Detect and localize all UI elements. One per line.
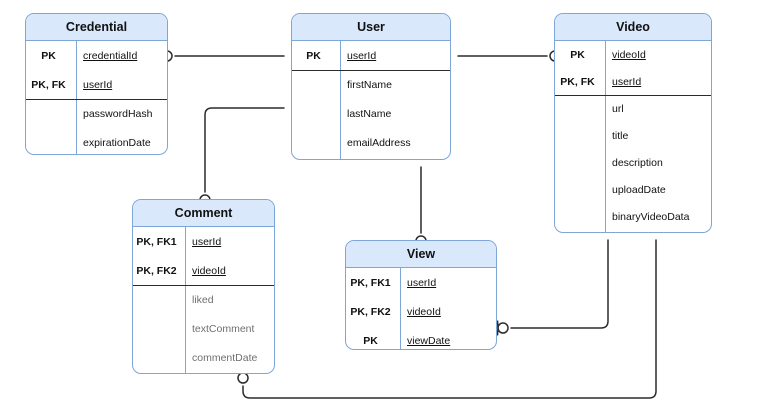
attribute-row[interactable]: PK, FK1 userId [133, 227, 274, 256]
attribute-key-label: PK [363, 334, 378, 347]
key-section-divider [26, 99, 167, 100]
key-section-divider [555, 95, 711, 96]
attribute-row[interactable]: emailAddress [292, 128, 450, 157]
relationship-line[interactable] [204, 107, 285, 193]
attribute-row[interactable]: PK, FK1 userId [346, 268, 496, 297]
attribute-row[interactable]: PK viewDate [346, 326, 496, 349]
key-column-divider [400, 268, 401, 349]
attribute-name: userId [192, 235, 222, 248]
attribute-key-label: PK, FK [31, 78, 66, 91]
crowfoot-prong [496, 327, 499, 336]
attribute-row[interactable]: url [555, 95, 711, 122]
attribute-name: textComment [192, 322, 255, 335]
cardinality-circle [237, 372, 249, 384]
attribute-key-label: PK, FK2 [136, 264, 177, 277]
attribute-name: passwordHash [83, 107, 153, 120]
attribute-row[interactable]: textComment [133, 314, 274, 343]
key-column-divider [340, 41, 341, 159]
relationship-line[interactable] [510, 239, 609, 329]
attribute-key-label: PK, FK1 [350, 276, 391, 289]
attribute-name: viewDate [407, 334, 451, 347]
attribute-row[interactable]: PK credentialId [26, 41, 167, 70]
attribute-row[interactable]: title [555, 122, 711, 149]
entity-title-comment: Comment [133, 200, 274, 227]
attribute-name: userId [83, 78, 113, 91]
attribute-key-label: PK [306, 49, 321, 62]
entity-title-credential: Credential [26, 14, 167, 41]
attribute-name: userId [407, 276, 437, 289]
attribute-name: url [612, 102, 624, 115]
attribute-name: expirationDate [83, 136, 151, 149]
attribute-row[interactable]: liked [133, 285, 274, 314]
attribute-name: uploadDate [612, 183, 666, 196]
attribute-row[interactable]: commentDate [133, 343, 274, 372]
attribute-name: userId [347, 49, 377, 62]
attribute-row[interactable]: lastName [292, 99, 450, 128]
attribute-row[interactable]: description [555, 149, 711, 176]
attribute-name: lastName [347, 107, 392, 120]
entity-title-video: Video [555, 14, 711, 41]
attribute-name: videoId [192, 264, 226, 277]
attribute-row[interactable]: expirationDate [26, 128, 167, 154]
attribute-name: videoId [407, 305, 441, 318]
attribute-row[interactable]: PK, FK userId [26, 70, 167, 99]
attribute-key-label: PK, FK [560, 75, 595, 88]
attribute-name: credentialId [83, 49, 138, 62]
attribute-name: userId [612, 75, 642, 88]
attribute-row[interactable]: PK videoId [555, 41, 711, 68]
attribute-key-label: PK, FK2 [350, 305, 391, 318]
key-column-divider [76, 41, 77, 154]
key-column-divider [605, 41, 606, 232]
crowfoot-prong [496, 320, 499, 329]
key-section-divider [292, 70, 450, 71]
attribute-row[interactable]: uploadDate [555, 176, 711, 203]
attribute-key-label: PK, FK1 [136, 235, 177, 248]
entity-title-view: View [346, 241, 496, 268]
attribute-name: emailAddress [347, 136, 411, 149]
key-section-divider [133, 285, 274, 286]
attribute-row[interactable]: binaryVideoData [555, 203, 711, 230]
attribute-row[interactable]: PK, FK2 videoId [133, 256, 274, 285]
attribute-row[interactable]: passwordHash [26, 99, 167, 128]
relationship-user-view[interactable] [413, 153, 429, 248]
relationship-user-video[interactable] [444, 48, 562, 64]
relationship-video-view[interactable] [496, 226, 615, 336]
attribute-key-label: PK [41, 49, 56, 62]
relationship-credential-user[interactable] [160, 48, 298, 64]
attribute-name: binaryVideoData [612, 210, 690, 223]
attribute-key-label: PK [570, 48, 585, 61]
attribute-name: title [612, 129, 629, 142]
entity-attributes-user: PK userId firstName lastName emailAddress [292, 41, 450, 159]
attribute-row[interactable]: PK, FK2 videoId [346, 297, 496, 326]
cardinality-circle [497, 322, 509, 334]
attribute-name: liked [192, 293, 214, 306]
attribute-name: description [612, 156, 663, 169]
relationship-user-comment[interactable] [197, 101, 298, 207]
attribute-row[interactable]: firstName [292, 70, 450, 99]
attribute-row[interactable]: PK, FK userId [555, 68, 711, 95]
attribute-name: firstName [347, 78, 392, 91]
key-column-divider [185, 227, 186, 373]
attribute-name: videoId [612, 48, 646, 61]
relationship-line[interactable] [242, 239, 657, 399]
attribute-name: commentDate [192, 351, 258, 364]
entity-title-user: User [292, 14, 450, 41]
attribute-row[interactable]: PK userId [292, 41, 450, 70]
